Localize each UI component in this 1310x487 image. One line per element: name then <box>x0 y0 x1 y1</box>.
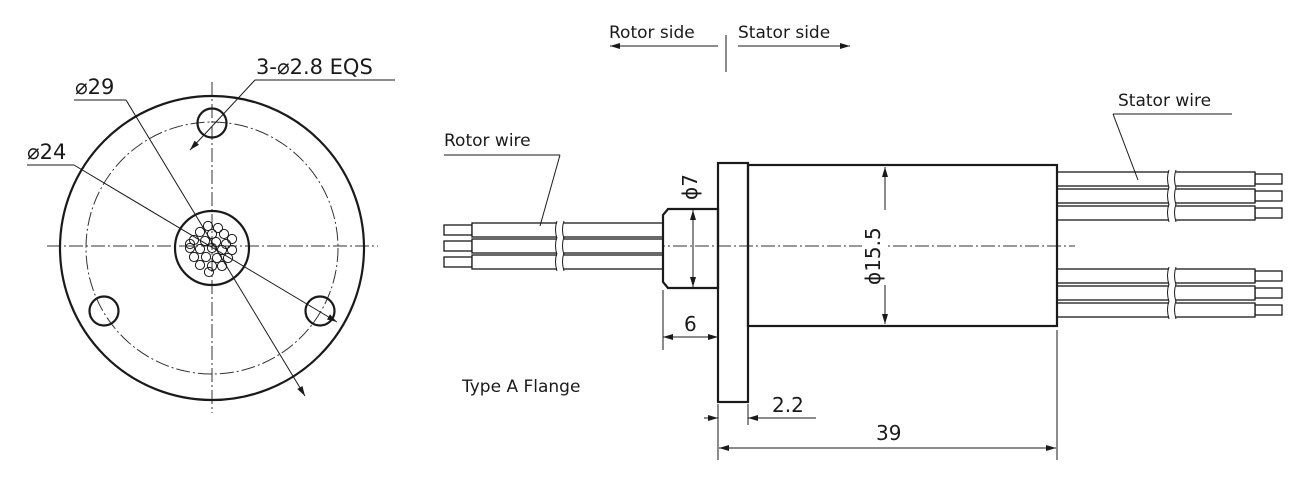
mount-hole-top <box>196 107 228 139</box>
break-mark <box>1167 283 1177 303</box>
front-view: 3-⌀2.8 EQS ⌀29 ⌀24 <box>27 55 395 413</box>
outer-dia-leader <box>125 99 306 397</box>
stator-side-label: Stator side <box>738 23 830 43</box>
shaft-length-label: 6 <box>684 312 697 336</box>
wire-conductor-tip <box>1254 173 1283 185</box>
rotor-wire-leader <box>539 154 561 227</box>
wire-sheath <box>1056 268 1256 284</box>
break-mark <box>1167 266 1177 286</box>
break-mark <box>1167 186 1177 206</box>
break-mark <box>555 252 565 272</box>
wire-conductor-tip <box>443 256 473 268</box>
wire-sheath <box>471 238 664 254</box>
hub-circle <box>173 209 251 287</box>
shaft-dia-label: ϕ7 <box>678 174 702 200</box>
outer-dia-label: ⌀29 <box>75 75 114 99</box>
wire-core-circle <box>218 228 230 240</box>
wire-core-circle <box>188 234 200 246</box>
stator-wire-leader <box>1112 113 1139 181</box>
wire-core-circle <box>222 252 234 264</box>
wire-core-circle <box>184 238 196 250</box>
wire-sheath <box>1056 188 1256 204</box>
stator-body <box>746 163 1059 328</box>
wire-core-circle <box>184 242 196 254</box>
wire <box>1056 186 1283 206</box>
wire-core-circle <box>188 251 200 263</box>
wire-sheath <box>1056 285 1256 301</box>
break-mark <box>1167 203 1177 223</box>
wire-core-circle <box>216 260 228 272</box>
side-view: Rotor side Stator side ϕ7 ϕ15.5 6 Type A… <box>443 23 1283 460</box>
flange <box>716 161 750 404</box>
wire-conductor-tip <box>443 240 473 252</box>
wire <box>1056 169 1283 189</box>
rotor-shaft <box>661 207 720 290</box>
wire <box>1056 266 1283 286</box>
break-mark <box>1167 169 1177 189</box>
wire-core-circle <box>194 226 206 238</box>
wire-core-circle <box>194 243 206 255</box>
wire-core-circle <box>206 242 218 254</box>
body-dia-label: ϕ15.5 <box>861 227 885 285</box>
wire-sheath <box>471 254 664 270</box>
wire <box>1056 203 1283 223</box>
wire-core-circle <box>226 233 238 245</box>
wire <box>443 220 664 240</box>
wire-core-circle <box>194 259 206 271</box>
wire-core-circle <box>206 260 218 272</box>
wire-conductor-tip <box>1254 190 1283 202</box>
wire <box>443 252 664 272</box>
stator-wires <box>1056 169 1283 320</box>
flange-thickness-label: 2.2 <box>772 393 804 417</box>
wire-bundle <box>184 220 238 278</box>
wire-core-circle <box>226 244 238 256</box>
wire-core-circle <box>211 252 223 264</box>
pcd-leader <box>73 164 338 323</box>
wire <box>1056 300 1283 320</box>
mount-hole-right <box>304 295 336 327</box>
total-length-label: 39 <box>876 421 901 445</box>
wire-core-circle <box>202 220 214 232</box>
wire-core-circle <box>203 266 215 278</box>
stator-wire-label: Stator wire <box>1118 91 1211 111</box>
wire-core-circle <box>200 251 212 263</box>
wire-sheath <box>1056 302 1256 318</box>
flange-type-label: Type A Flange <box>461 377 580 397</box>
rotor-side-label: Rotor side <box>609 23 695 43</box>
pitch-circle <box>85 121 339 375</box>
wire-conductor-tip <box>1254 270 1283 282</box>
wire <box>443 236 664 256</box>
wire-conductor-tip <box>1254 304 1283 316</box>
rotor-wire-label: Rotor wire <box>444 131 531 151</box>
break-mark <box>1167 300 1177 320</box>
wire-sheath <box>1056 171 1256 187</box>
wire-conductor-tip <box>1254 287 1283 299</box>
wire-sheath <box>471 222 664 238</box>
wire-conductor-tip <box>443 224 473 236</box>
rotor-wires <box>443 220 664 272</box>
wire-sheath <box>1056 205 1256 221</box>
pcd-label: ⌀24 <box>27 140 66 164</box>
wire-conductor-tip <box>1254 207 1283 219</box>
wire-core-circle <box>212 222 224 234</box>
wire-core-circle <box>216 244 228 256</box>
wire <box>1056 283 1283 303</box>
mount-hole-left <box>88 295 120 327</box>
outer-flange-circle <box>58 94 366 402</box>
hole-label: 3-⌀2.8 EQS <box>256 55 373 79</box>
hole-leader <box>189 79 256 151</box>
